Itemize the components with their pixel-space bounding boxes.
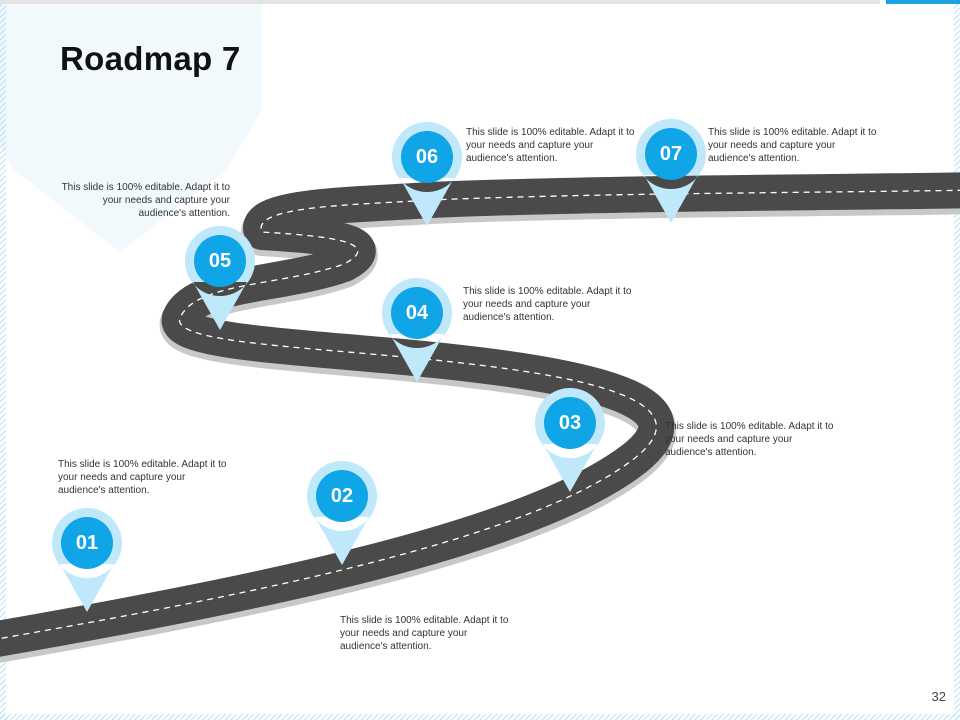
milestone-number: 03 [558,411,582,434]
milestone-pin-06: 06 [392,122,462,238]
road-center-line [0,189,960,643]
milestone-number: 02 [330,484,354,507]
pin-circle-icon [391,287,443,339]
milestone-number: 05 [208,249,232,272]
pin-circle-icon [194,235,246,287]
right-hatched-edge [954,0,960,720]
slide-title: Roadmap 7 [60,40,241,77]
pin-circle-icon [645,128,697,180]
top-accent-bar [886,0,960,4]
pin-circle-icon [61,517,113,569]
milestone-pin-04: 04 [382,278,452,394]
top-gray-bar [0,0,880,4]
milestone-description-01: This slide is 100% editable. Adapt it to… [58,459,227,496]
milestone-pin-05: 05 [185,226,255,342]
pin-circle-icon [544,397,596,449]
milestone-description-05: This slide is 100% editable. Adapt it to… [61,182,230,219]
milestone-pin-07: 07 [636,119,706,235]
background-hexagon [0,0,262,252]
page-number: 32 [931,689,946,704]
pin-circle-icon [401,131,453,183]
pin-circle-icon [316,470,368,522]
milestone-description-06: This slide is 100% editable. Adapt it to… [466,127,635,164]
bottom-hatched-edge [0,714,960,720]
milestone-description-07: This slide is 100% editable. Adapt it to… [708,127,877,164]
milestone-number: 01 [75,531,99,554]
milestone-pin-02: 02 [307,461,377,577]
road-surface [0,190,960,642]
left-hatched-edge [0,0,6,720]
milestone-number: 07 [659,142,683,165]
milestone-number: 04 [405,301,429,324]
milestone-description-03: This slide is 100% editable. Adapt it to… [665,421,834,458]
milestone-pin-01: 01 [52,508,122,624]
milestone-pin-03: 03 [535,388,605,504]
milestone-description-04: This slide is 100% editable. Adapt it to… [463,286,632,323]
milestone-number: 06 [415,145,439,168]
milestone-description-02: This slide is 100% editable. Adapt it to… [340,615,509,652]
